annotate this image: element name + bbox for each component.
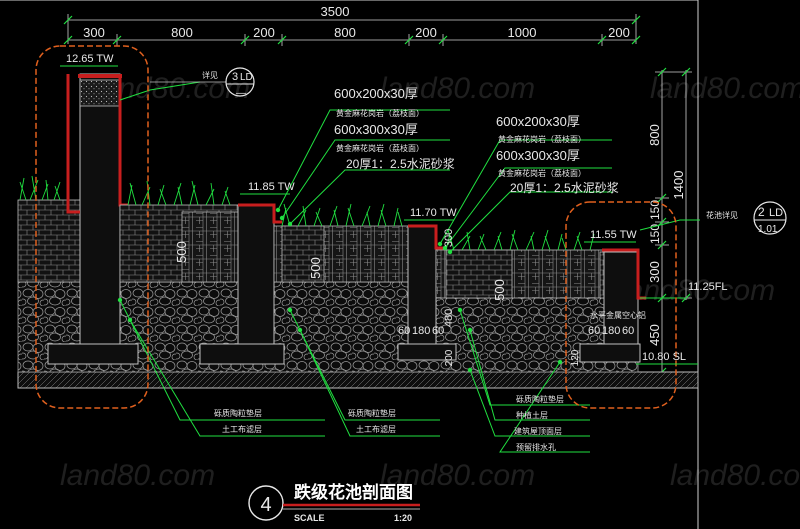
level-tw-2: 11.85 TW: [248, 181, 295, 193]
wall-h3: 500: [492, 279, 507, 301]
note: 黄金麻花岗岩（荔枝面）: [498, 168, 586, 178]
dim-seg: 200: [608, 25, 630, 40]
brick-wall-left: [17, 199, 81, 283]
wall-1: [237, 204, 275, 356]
level-tw-1: 12.65 TW: [66, 53, 114, 65]
watermark: land80.com: [380, 459, 535, 492]
watermark: land80.com: [380, 72, 535, 105]
wall-d1: 480: [443, 309, 455, 327]
material-notes-bottom: 砾质陶粒垫层 土工布滤层 砾质陶粒垫层 土工布滤层 砾质陶粒垫层 种植土层 建筑…: [214, 310, 646, 452]
callout-b-number: 2: [758, 205, 765, 219]
scale-label: SCALE: [294, 513, 325, 523]
callout-a-sub: —: [236, 88, 246, 99]
dim-seg: 300: [83, 25, 105, 40]
note: 预留排水孔: [516, 442, 556, 452]
detail-callout-b[interactable]: 花池详见 2 LD 1.01: [706, 201, 787, 235]
note: 黄金麻花岗岩（荔枝面）: [498, 134, 586, 144]
callout-a-sheet: LD: [240, 72, 253, 83]
note: 砾质陶粒垫层: [214, 408, 262, 418]
note: 20厚1：2.5水泥砂浆: [346, 156, 455, 171]
dim-seg: 200: [415, 25, 437, 40]
wall-d2: 300: [443, 229, 455, 247]
wall-2: [407, 225, 437, 357]
note: 砾质陶粒垫层: [516, 394, 564, 404]
water-note: 水平金属空心铝: [590, 310, 646, 320]
drawing-title: 跌级花池剖面图: [294, 482, 413, 503]
note: 黄金麻花岗岩（荔枝面）: [336, 143, 424, 153]
leader-dots: [117, 207, 563, 373]
level-tw-3: 11.70 TW: [410, 207, 457, 219]
watermark: land80.com: [650, 72, 800, 105]
dim-seg: 800: [171, 25, 193, 40]
wall-c1: 200: [444, 349, 455, 366]
pad-5: 180: [602, 325, 620, 337]
callout-b-circle: [753, 201, 787, 235]
callout-a-label: 详见: [202, 70, 218, 80]
dim-seg: 1000: [508, 25, 537, 40]
note: 黄金麻花岗岩（荔枝面）: [336, 108, 424, 118]
dim-right-seg: 300: [647, 261, 662, 283]
note: 建筑屋顶面层: [514, 426, 562, 436]
right-dimensions: 800 150 150 300 450 1400: [647, 67, 692, 377]
footings: [47, 343, 641, 365]
title-block: 4 跌级花池剖面图 SCALE 1:20: [248, 482, 420, 523]
tall-pillar: [79, 73, 121, 365]
wall-h2: 500: [308, 257, 323, 279]
note: 20厚1：2.5水泥砂浆: [510, 180, 619, 195]
note: 种植土层: [516, 410, 548, 420]
dim-right-outer: 1400: [671, 171, 686, 200]
level-markers: 12.65 TW 11.85 TW 11.70 TW 11.55 TW 11.2…: [60, 53, 728, 365]
leader-lines: [119, 81, 700, 453]
note: 600x200x30厚: [334, 86, 418, 101]
pad-2: 180: [412, 325, 430, 337]
dim-overall: 3500: [321, 4, 350, 19]
dim-right-seg: 450: [647, 324, 662, 346]
note: 600x200x30厚: [496, 114, 580, 129]
dim-right-seg: 800: [647, 124, 662, 146]
level-tw-4: 11.55 TW: [590, 229, 637, 241]
wall-dims: 500 500 500 480 300 60 180 60 60 180 60 …: [174, 229, 634, 367]
watermark: land80.com: [60, 459, 215, 492]
dim-right-seg: 150: [648, 224, 662, 244]
level-fl: 11.25FL: [688, 281, 728, 293]
tier1-infill: [181, 211, 239, 283]
base-slab: [17, 371, 699, 389]
note: 土工布滤层: [222, 424, 262, 434]
pad-4: 60: [588, 325, 600, 337]
wall-c2: 120: [570, 349, 581, 366]
note: 600x300x30厚: [496, 148, 580, 163]
pad-1: 60: [398, 325, 410, 337]
drawing-number: 4: [260, 494, 271, 516]
material-notes-right: 600x200x30厚 黄金麻花岗岩（荔枝面） 600x300x30厚 黄金麻花…: [496, 114, 619, 195]
dim-right-seg: 150: [648, 200, 662, 220]
callout-b-label: 花池详见: [706, 210, 738, 220]
note: 砾质陶粒垫层: [348, 408, 396, 418]
callout-a-number: 3: [232, 71, 238, 83]
wall-h1: 500: [174, 241, 189, 263]
note: 600x300x30厚: [334, 122, 418, 137]
dim-seg: 800: [334, 25, 356, 40]
watermark: land80.com: [670, 459, 800, 492]
detail-box-left: [35, 45, 149, 409]
pillar-cap: [79, 79, 121, 107]
pad-3: 60: [432, 325, 444, 337]
top-dimensions: 3500 300 800 200 800 200 1000 200: [63, 4, 641, 46]
material-notes-left: 600x200x30厚 黄金麻花岗岩（荔枝面） 600x300x30厚 黄金麻花…: [334, 86, 455, 171]
scale-value: 1:20: [394, 513, 412, 523]
callout-b-sheet: LD: [769, 207, 783, 219]
note: 土工布滤层: [356, 424, 396, 434]
callout-b-sub: 1.01: [758, 224, 778, 235]
pad-6: 60: [622, 325, 634, 337]
callout-a-circle: [225, 67, 255, 97]
planting: [19, 175, 595, 251]
detail-callout-a[interactable]: 详见 3 LD —: [150, 67, 255, 99]
level-sl: 10.80 SL: [642, 351, 686, 363]
detail-box-right: [565, 201, 677, 409]
dim-seg: 200: [253, 25, 275, 40]
drawing-number-circle: [248, 485, 284, 521]
